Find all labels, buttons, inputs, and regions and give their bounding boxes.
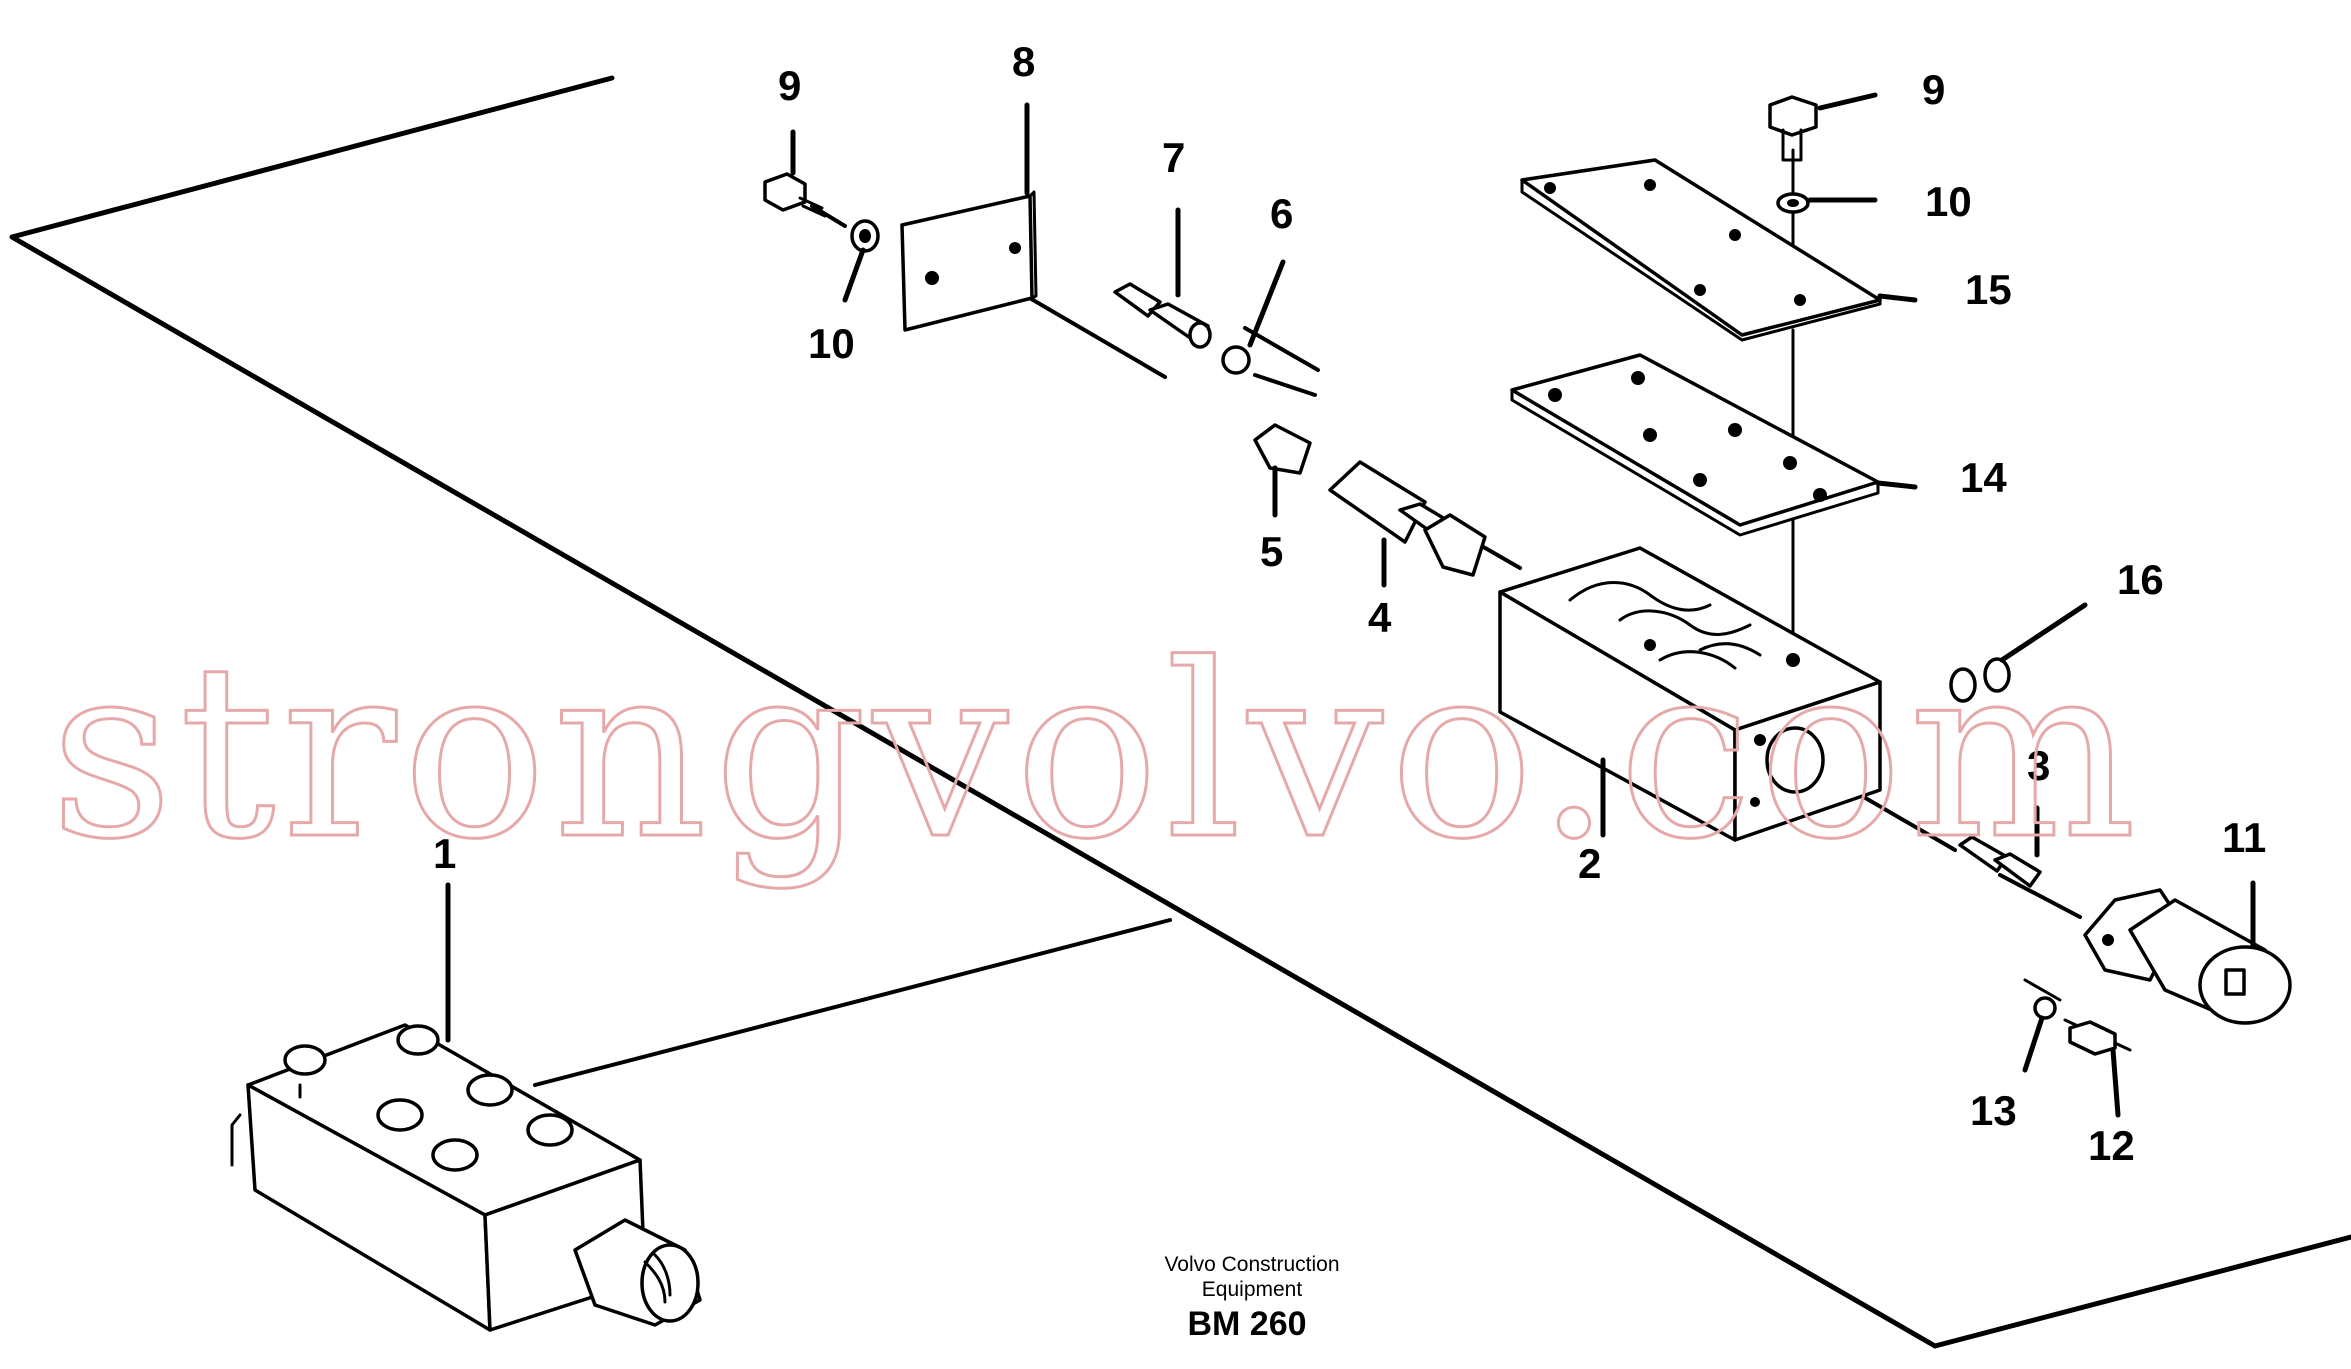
part-6-ball [1221,345,1251,375]
callout-1: 1 [433,830,456,877]
part-10-washer-left [850,219,880,253]
watermark: strongvolvo.com [50,612,2143,892]
callout-16: 16 [2117,556,2164,603]
part-8-cover-plate [900,190,1038,332]
caption-code: BM 260 [1187,1305,1306,1343]
callout-9-left: 9 [778,62,801,109]
part-4-spool [1328,460,1487,577]
part-12-screw [2068,1020,2117,1056]
part-2-valve-body [1498,546,1882,842]
callout-5: 5 [1260,528,1283,575]
callout-8: 8 [1012,38,1035,85]
callout-4: 4 [1368,594,1392,641]
callout-3: 3 [2027,742,2050,789]
callout-14: 14 [1960,454,2007,501]
callout-13: 13 [1970,1087,2017,1134]
part-10-washer-right [1776,192,1810,214]
callout-9-right: 9 [1922,66,1945,113]
caption-line-1: Volvo Construction [1164,1253,1339,1276]
callout-6: 6 [1270,190,1293,237]
part-15-top-plate [1520,158,1882,342]
part-11-solenoid [2083,888,2292,1025]
callout-labels: 9 8 10 7 6 5 4 9 10 15 14 16 3 2 11 13 1… [433,38,2266,1169]
part-16-o-rings [1949,657,2011,703]
background-plate-outline [9,75,2351,1349]
leader-lines [445,92,2256,1118]
part-3-pin [1958,835,2042,888]
part-7-pin [1113,282,1212,349]
part-13-washer [2033,996,2057,1020]
part-5-plug [1253,423,1312,475]
callout-2: 2 [1578,840,1601,887]
part-9-screw-right [1768,95,1818,162]
callout-10-right: 10 [1925,178,1972,225]
part-14-gasket-plate [1510,353,1880,537]
callout-12: 12 [2088,1122,2135,1169]
callout-15: 15 [1965,266,2012,313]
part-1-valve-assembly [230,1023,702,1332]
callout-10-left: 10 [808,320,855,367]
callout-11: 11 [2222,814,2266,861]
callout-7: 7 [1162,134,1185,181]
part-9-screw-left [763,172,827,218]
caption-line-2: Equipment [1202,1278,1303,1301]
diagram-caption: Volvo Construction Equipment BM 260 [1164,1253,1339,1343]
